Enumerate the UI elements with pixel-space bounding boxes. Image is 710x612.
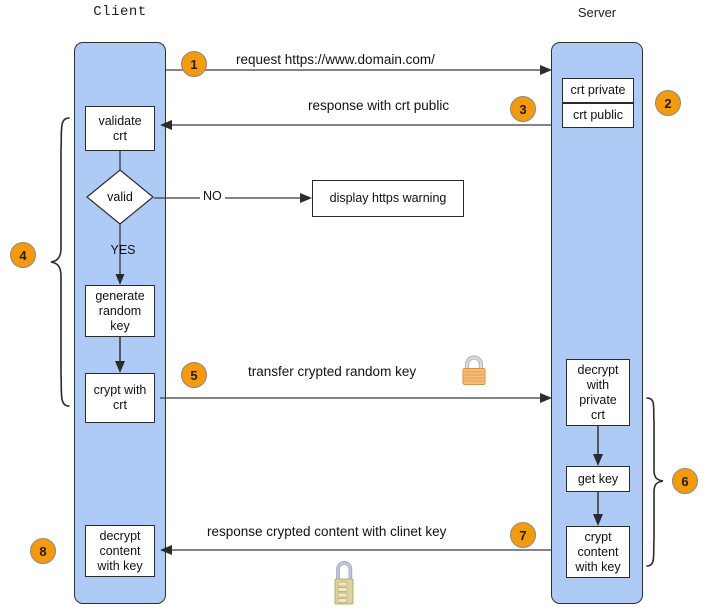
message-label-request: request https://www.domain.com/ bbox=[236, 52, 435, 67]
process-decrypt-content-with-key-label: decrypt content with key bbox=[97, 528, 143, 573]
process-crt-public-label: crt public bbox=[572, 108, 624, 122]
process-generate-random-key[interactable]: generate random key bbox=[85, 285, 155, 337]
process-crt-public[interactable]: crt public bbox=[562, 103, 634, 128]
step-badge-4[interactable]: 4 bbox=[10, 242, 36, 268]
process-crt-private-label: crt private bbox=[570, 83, 626, 97]
process-get-key-label: get key bbox=[577, 471, 619, 486]
step-badge-5[interactable]: 5 bbox=[181, 362, 207, 388]
lane-title-server: Server bbox=[577, 5, 617, 20]
process-display-https-warning[interactable]: display https warning bbox=[312, 180, 464, 217]
process-validate-crt-label: validate crt bbox=[98, 113, 142, 143]
connector-getkey-to-cryptcontent bbox=[593, 491, 603, 526]
open-padlock-icon bbox=[334, 561, 354, 605]
step-badge-3[interactable]: 3 bbox=[510, 96, 536, 122]
brace-step-4 bbox=[48, 116, 72, 408]
closed-padlock-icon bbox=[462, 355, 486, 385]
process-decrypt-content-with-key[interactable]: decrypt content with key bbox=[85, 525, 155, 577]
process-crypt-content-with-key-label: crypt content with key bbox=[575, 529, 621, 574]
connector-valid-to-generate bbox=[115, 224, 125, 285]
diamond-shape-icon bbox=[86, 169, 154, 225]
step-badge-1[interactable]: 1 bbox=[181, 51, 207, 77]
message-arrow-transfer-random-key bbox=[160, 393, 552, 403]
message-label-response-crypted-content: response crypted content with clinet key bbox=[207, 524, 447, 539]
process-crypt-with-crt[interactable]: crypt with crt bbox=[85, 373, 155, 423]
process-decrypt-with-private-crt-label: decrypt with private crt bbox=[577, 362, 619, 422]
process-crypt-content-with-key[interactable]: crypt content with key bbox=[566, 526, 630, 578]
decision-valid[interactable]: valid bbox=[86, 169, 154, 225]
lifeline-server bbox=[551, 42, 643, 604]
connector-generate-to-crypt bbox=[115, 336, 125, 373]
message-arrow-response-crt-public bbox=[160, 120, 552, 130]
message-label-transfer-random-key: transfer crypted random key bbox=[248, 364, 417, 379]
process-crt-private[interactable]: crt private bbox=[562, 78, 634, 103]
brace-step-6 bbox=[645, 396, 667, 568]
branch-label-yes: YES bbox=[110, 243, 136, 257]
step-badge-6[interactable]: 6 bbox=[672, 468, 698, 494]
message-label-response-crt-public: response with crt public bbox=[308, 98, 450, 113]
message-arrow-request bbox=[166, 65, 552, 75]
lane-title-client: Client bbox=[93, 4, 147, 20]
connector-validate-to-valid bbox=[119, 150, 121, 170]
process-decrypt-with-private-crt[interactable]: decrypt with private crt bbox=[566, 359, 630, 426]
process-generate-random-key-label: generate random key bbox=[95, 288, 145, 333]
step-badge-2[interactable]: 2 bbox=[655, 90, 681, 116]
message-arrow-response-crypted-content bbox=[160, 545, 552, 555]
process-crypt-with-crt-label: crypt with crt bbox=[93, 383, 147, 412]
step-badge-8[interactable]: 8 bbox=[30, 538, 56, 564]
branch-label-no: NO bbox=[200, 189, 225, 203]
connector-decrypt-to-getkey bbox=[593, 425, 603, 466]
connector-valid-to-warning bbox=[154, 193, 312, 203]
step-badge-7[interactable]: 7 bbox=[510, 522, 536, 548]
process-display-https-warning-label: display https warning bbox=[329, 191, 447, 205]
process-get-key[interactable]: get key bbox=[566, 466, 630, 492]
process-validate-crt[interactable]: validate crt bbox=[85, 106, 155, 151]
